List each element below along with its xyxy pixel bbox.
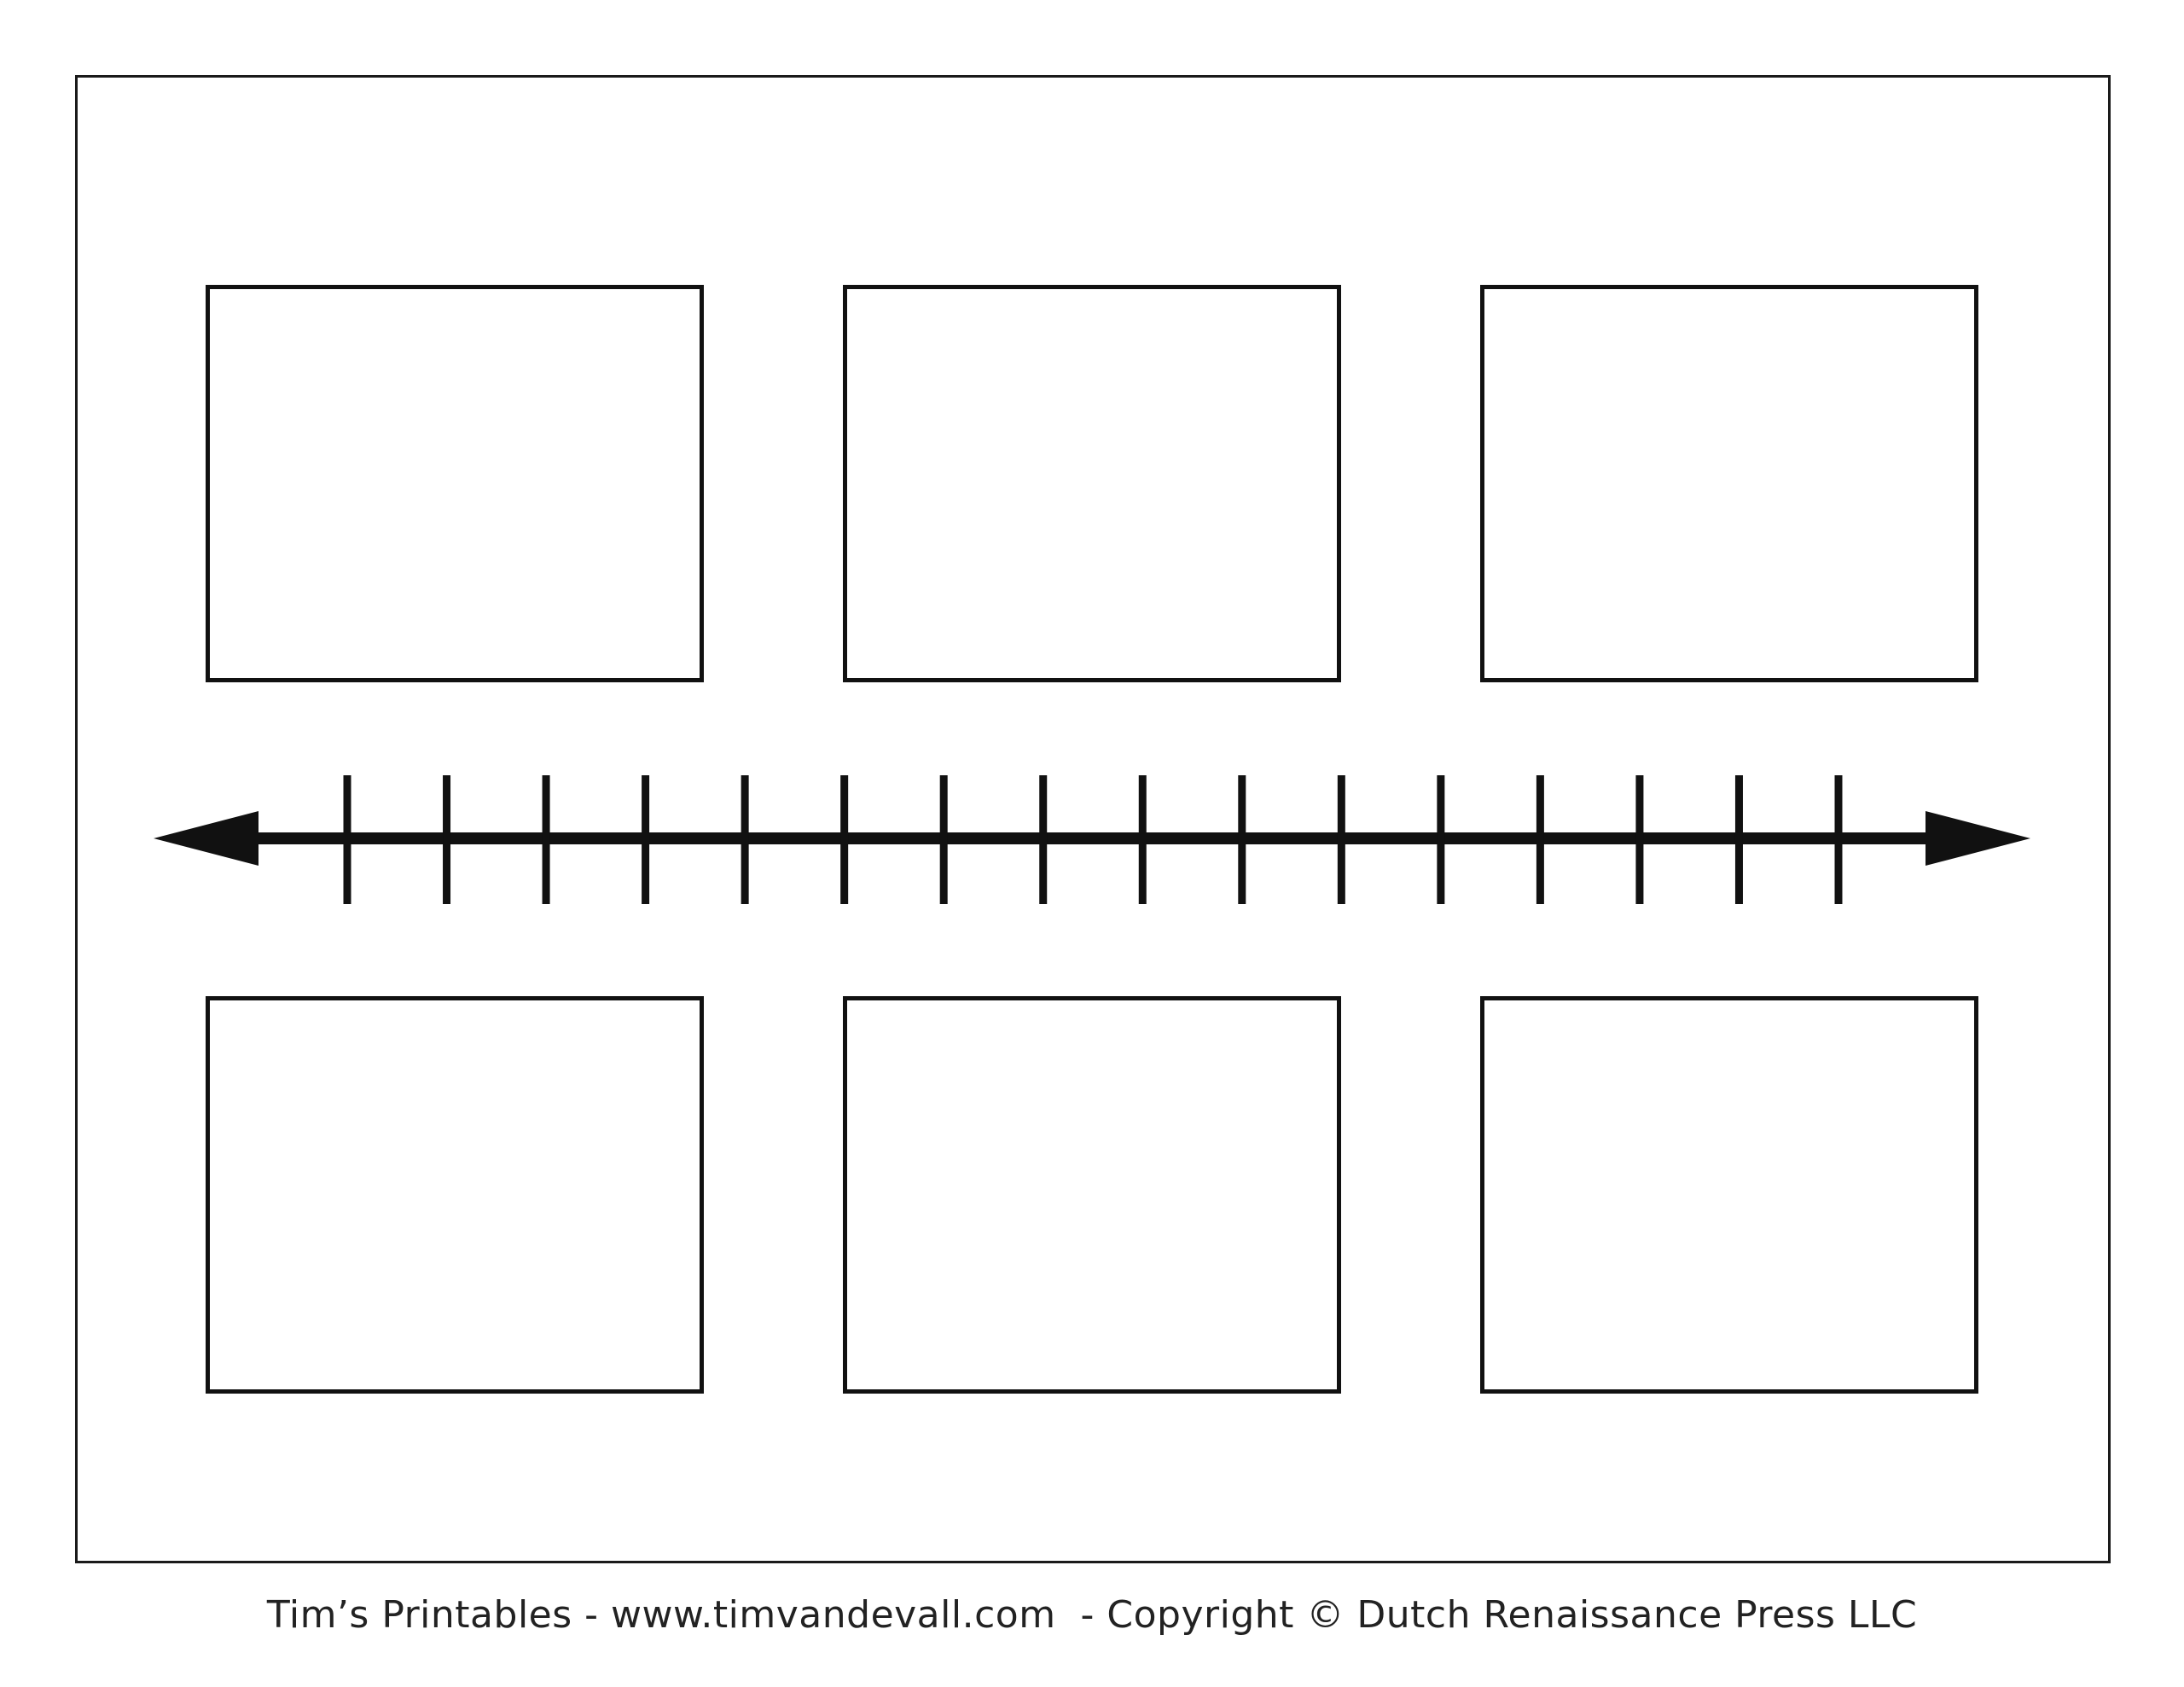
event-box-bottom-2	[843, 996, 1341, 1394]
event-box-top-1	[206, 285, 704, 682]
event-box-top-3	[1480, 285, 1978, 682]
event-box-top-2	[843, 285, 1341, 682]
footer-copyright: Tim’s Printables - www.timvandevall.com …	[266, 1593, 1918, 1637]
event-box-bottom-3	[1480, 996, 1978, 1394]
event-box-bottom-1	[206, 996, 704, 1394]
